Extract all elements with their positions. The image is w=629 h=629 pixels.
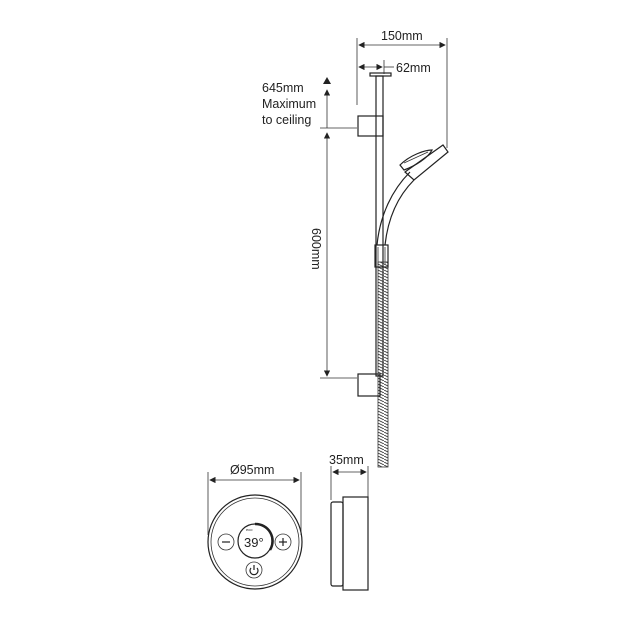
label-600mm: 600mm [309,228,323,270]
label-35mm: 35mm [329,453,364,467]
label-150mm: 150mm [381,29,423,43]
lower-bracket [357,373,381,397]
control-side-view: 35mm [329,453,369,591]
label-maximum: Maximum [262,97,316,111]
hose-holder [374,244,389,268]
shower-head [404,144,449,181]
upper-bracket [357,115,384,137]
plus-button[interactable] [274,533,292,551]
shower-rail [357,72,449,468]
label-62mm: 62mm [396,61,431,75]
label-diameter: Ø95mm [230,463,274,477]
dimension-rail-offset: 62mm [358,60,431,75]
dimension-rail-length: 600mm [309,132,357,379]
minus-button[interactable] [217,533,235,551]
power-button[interactable] [245,561,263,579]
label-645mm: 645mm [262,81,304,95]
shower-hose [377,261,389,468]
control-front-view: Ø95mm eco 39° [207,463,303,590]
temperature-display: 39° [244,535,264,550]
power-icon [249,567,259,576]
dimension-ceiling: 645mm Maximum to ceiling [262,77,357,129]
dimension-overall-width: 150mm [356,29,448,148]
mode-label: eco [246,527,253,532]
label-to-ceiling: to ceiling [262,113,311,127]
